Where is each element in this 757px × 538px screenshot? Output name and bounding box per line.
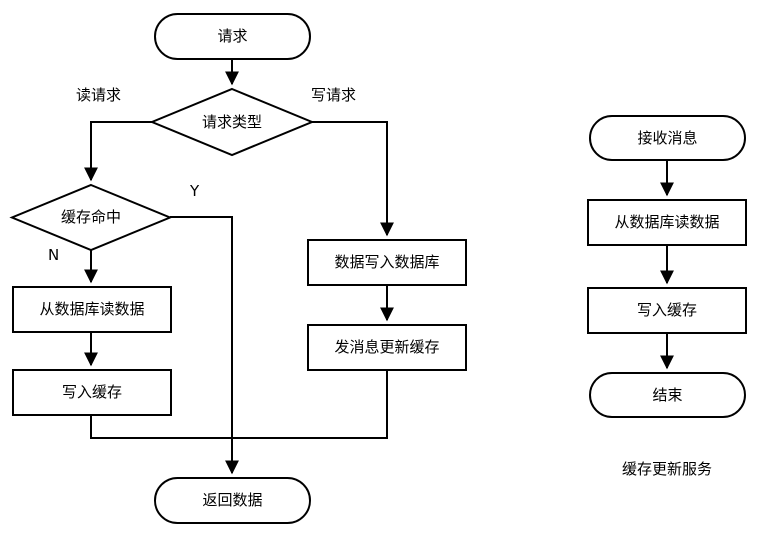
connector-request-type-to-cache-hit (84, 121, 152, 182)
node-shape-receive-msg[interactable] (589, 115, 746, 161)
node-shape-read-db-left[interactable] (12, 286, 172, 333)
connector-request-type-to-write-db (312, 121, 394, 237)
connector-send-msg-to-merge (232, 370, 388, 439)
node-shape-write-cache-left[interactable] (12, 369, 172, 416)
node-shape-write-cache-right[interactable] (587, 287, 747, 334)
diagram-caption: 缓存更新服务 (621, 460, 712, 478)
node-shape-read-db-right[interactable] (587, 199, 747, 246)
node-shape-send-msg[interactable] (307, 324, 467, 371)
node-shape-end[interactable] (589, 372, 746, 418)
edge-label-read-request: 读请求 (76, 86, 122, 104)
connector-write-cache-to-merge (90, 415, 232, 439)
node-shape-write-db[interactable] (307, 239, 467, 286)
edge-label-cache-hit-yes: Y (190, 182, 200, 200)
node-shape-request[interactable] (154, 13, 311, 60)
edge-label-cache-hit-no: N (48, 246, 60, 264)
node-shape-cache-hit[interactable] (9, 183, 173, 252)
node-shape-return-data[interactable] (154, 477, 311, 524)
node-shape-request-type[interactable] (149, 87, 315, 157)
connector-cache-hit-yes-to-return-data (170, 216, 239, 475)
edge-label-write-request: 写请求 (311, 86, 357, 104)
